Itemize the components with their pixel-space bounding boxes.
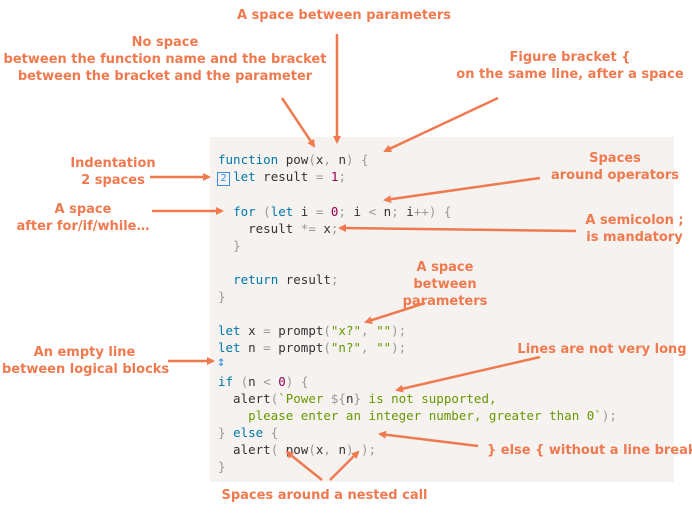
arrow-else [378, 430, 479, 448]
code-line-alert-continuation: please enter an integer number, greater … [218, 408, 617, 423]
code-line-result-multiply: result *= x; [218, 221, 339, 236]
code-panel [210, 137, 674, 482]
code-line-if: if (n < 0) { [218, 374, 309, 389]
annotation-no-space: No space between the function name and t… [3, 35, 327, 84]
arrow-semicolon [338, 224, 577, 233]
code-line-for-loop: for (let i = 0; i < n; i++) { [233, 204, 452, 219]
annotation-indentation: Indentation 2 spaces [70, 156, 156, 188]
code-line-else: } else { [218, 425, 279, 440]
arrow-figure-bracket [383, 96, 499, 153]
arrow-nested-right [329, 450, 360, 481]
code-line-return: return result; [233, 272, 339, 287]
annotation-spaces-around-operators: Spaces around operators [551, 151, 679, 183]
arrow-params2 [364, 301, 426, 324]
annotation-space-between-parameters-2: A space between parameters [402, 260, 488, 309]
annotation-space-between-parameters: A space between parameters [236, 8, 452, 23]
arrow-nested-left [285, 450, 323, 481]
arrow-no-space [280, 97, 316, 148]
code-line-let-result: let result = 1; [233, 169, 346, 184]
annotation-empty-line: An empty line between logical blocks [2, 345, 170, 377]
empty-line-marker: ↕ [217, 354, 226, 370]
code-line-let-x: let x = prompt("x?", ""); [218, 323, 407, 338]
indent-marker: 2 [217, 172, 230, 186]
arrow-lines-long [395, 355, 541, 393]
annotation-figure-bracket: Figure bracket { on the same line, after… [456, 50, 684, 82]
code-line-function-pow: function pow(x, n) { [218, 152, 369, 167]
code-line-close-for: } [233, 238, 241, 253]
annotation-semicolon: A semicolon ; is mandatory [585, 213, 684, 245]
annotation-space-after-for: A space after for/if/while… [16, 202, 150, 234]
arrow-operators [383, 176, 541, 204]
annotation-else-no-line-break: } else { without a line break [487, 443, 692, 458]
code-line-alert-power: alert(`Power ${n} is not supported, [218, 391, 497, 406]
code-line-let-n: let n = prompt("n?", ""); [218, 340, 407, 355]
code-line-alert-pow: alert( pow(x, n) ); [218, 442, 377, 457]
annotation-lines-not-long: Lines are not very long [517, 342, 687, 357]
code-line-close-else: } [218, 459, 226, 474]
annotation-spaces-nested-call: Spaces around a nested call [221, 488, 428, 503]
code-line-close-function: } [218, 289, 226, 304]
